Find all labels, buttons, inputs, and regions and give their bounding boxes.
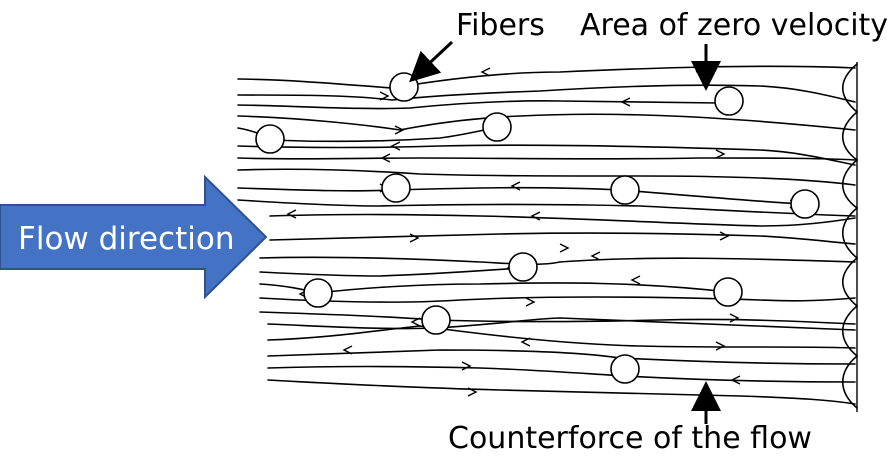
arrowhead xyxy=(467,387,478,397)
arrowhead xyxy=(480,67,491,77)
fiber xyxy=(610,354,640,384)
streamline xyxy=(267,379,856,405)
arrowhead xyxy=(409,233,420,243)
arrowhead xyxy=(390,141,401,151)
streamline xyxy=(237,113,856,131)
arrowhead xyxy=(715,341,726,351)
fiber xyxy=(421,305,451,335)
arrowhead xyxy=(286,209,297,219)
arrowhead xyxy=(510,181,521,191)
streamline xyxy=(259,256,856,266)
arrowhead xyxy=(410,317,421,327)
fibers xyxy=(255,72,820,384)
streamline xyxy=(267,349,856,365)
pointer-arrows xyxy=(409,40,721,424)
streamline xyxy=(267,325,856,349)
arrowhead xyxy=(520,337,531,347)
flow-direction-arrow: Flow direction xyxy=(0,174,268,300)
fiber xyxy=(713,277,743,307)
arrowhead xyxy=(730,375,741,385)
streamline xyxy=(259,267,523,277)
fiber xyxy=(482,112,512,142)
streamline xyxy=(237,65,856,89)
counterforce-label: Counterforce of the flow xyxy=(448,421,812,456)
streamlines xyxy=(237,65,856,405)
fiber xyxy=(790,189,820,219)
arrowhead xyxy=(559,243,570,253)
streamline xyxy=(237,84,856,103)
fiber xyxy=(381,173,411,203)
streamline xyxy=(269,213,856,227)
streamline xyxy=(267,365,856,383)
streamline xyxy=(237,100,721,110)
arrowhead xyxy=(530,211,541,221)
wall-wave xyxy=(842,63,859,409)
block-arrow-right-icon xyxy=(0,174,268,300)
fibers-label: Fibers xyxy=(456,8,545,43)
wall-boundary xyxy=(842,62,859,412)
arrowhead xyxy=(590,251,601,261)
arrowhead xyxy=(342,345,353,355)
streamline xyxy=(237,168,856,186)
fiber xyxy=(508,252,538,282)
arrowhead xyxy=(461,361,472,371)
zero-velocity-label: Area of zero velocity xyxy=(580,8,888,43)
streamline xyxy=(259,311,856,325)
streamline xyxy=(267,317,856,331)
fiber xyxy=(389,72,419,102)
flow-direction-label: Flow direction xyxy=(18,221,234,257)
streamline xyxy=(237,199,856,217)
fiber xyxy=(610,175,640,205)
fiber xyxy=(303,278,333,308)
arrowhead xyxy=(715,149,726,159)
arrowhead xyxy=(380,153,391,163)
arrowhead xyxy=(719,231,730,241)
fibers-pointer-arrow-icon xyxy=(409,40,454,83)
streamline xyxy=(237,157,856,161)
arrowhead xyxy=(620,97,631,107)
arrowhead xyxy=(525,297,536,307)
arrowhead xyxy=(729,313,740,323)
arrowhead xyxy=(379,91,390,101)
streamline xyxy=(269,232,856,245)
fiber xyxy=(714,86,744,116)
arrowhead xyxy=(394,125,405,135)
streamline xyxy=(237,144,856,166)
streamline xyxy=(237,186,806,205)
fiber xyxy=(255,124,285,154)
arrowhead xyxy=(630,275,641,285)
streamline xyxy=(259,296,856,303)
